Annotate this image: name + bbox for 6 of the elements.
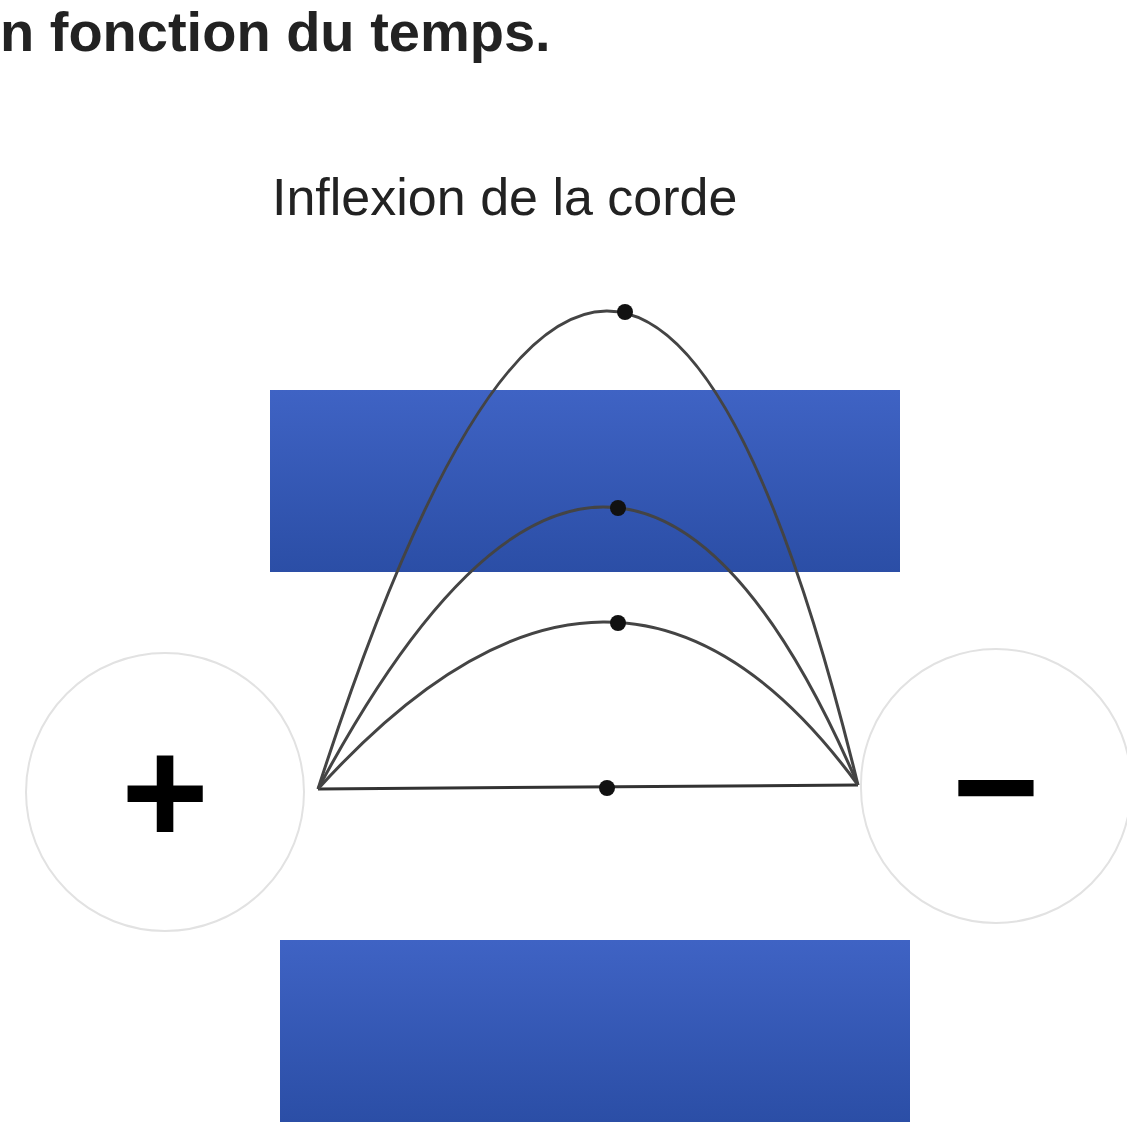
diagram-title: Inflexion de la corde — [272, 167, 738, 228]
pole-sign: + — [121, 717, 209, 867]
magnet-bar — [280, 940, 910, 1122]
heading-text: n fonction du temps. — [0, 0, 551, 65]
magnet-bar — [270, 390, 900, 572]
pole-sign: − — [952, 711, 1040, 861]
